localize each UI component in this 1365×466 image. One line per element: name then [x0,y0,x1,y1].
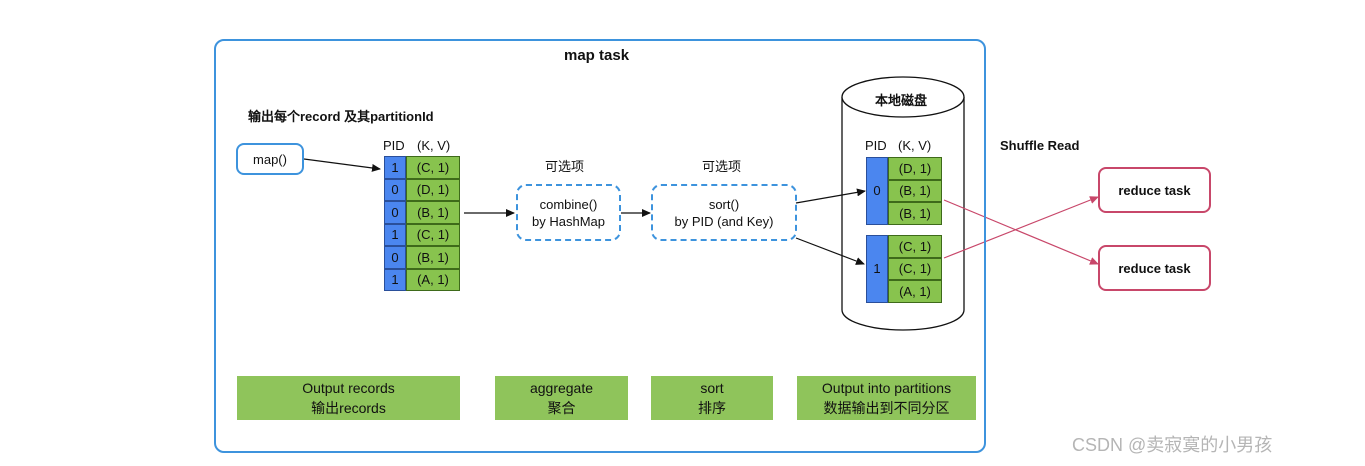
kv-header: (K, V) [417,138,451,153]
partition-record: (C, 1) [888,257,942,280]
partition-record: (D, 1) [888,157,942,180]
partition-record: (B, 1) [888,179,942,202]
record-kv: (B, 1) [406,201,460,224]
partition-record: (C, 1) [888,235,942,258]
sort-node: sort() by PID (and Key) [651,184,797,241]
partition-record: (A, 1) [888,280,942,303]
record-kv: (D, 1) [406,178,460,201]
stage-aggregate: aggregate 聚合 [495,376,628,420]
stage-en: Output records [302,380,395,396]
record-kv: (B, 1) [406,246,460,269]
sort-line2: by PID (and Key) [674,213,774,229]
sort-optional-label: 可选项 [702,159,742,174]
partition-pid: 0 [866,157,888,225]
records-table: 1 0 0 1 0 1 (C, 1) (D, 1) (B, 1) (C, 1) … [384,156,460,291]
arrow-sort-to-partition-1 [795,237,865,265]
reduce-task-2: reduce task [1098,245,1211,291]
partition-record: (B, 1) [888,202,942,225]
record-pid: 0 [384,246,406,269]
stage-zh: 输出records [311,400,386,416]
combine-node: combine() by HashMap [516,184,621,241]
stage-zh: 数据输出到不同分区 [823,400,950,416]
stage-zh: 排序 [698,400,726,416]
record-kv: (C, 1) [406,156,460,179]
stage-sort: sort 排序 [651,376,773,420]
record-pid: 0 [384,201,406,224]
map-task-container [214,39,986,453]
arrow-sort-to-partition-0 [795,188,866,204]
stage-zh: 聚合 [547,400,576,416]
disk-partition-1: 1 (C, 1) (C, 1) (A, 1) [866,235,942,303]
partition-pid: 1 [866,235,888,303]
reduce-task-1: reduce task [1098,167,1211,213]
record-pid: 1 [384,268,406,291]
record-kv: (A, 1) [406,268,460,291]
sort-line1: sort() [708,196,740,212]
disk-pid-header: PID [865,138,887,153]
map-task-title: map task [564,47,630,64]
stage-en: Output into partitions [821,380,952,396]
record-pid: 1 [384,223,406,246]
output-caption: 输出每个record 及其partitionId [248,109,434,124]
combine-line1: combine() [539,196,598,212]
shuffle-read-label: Shuffle Read [1000,138,1080,153]
arrow-map-to-records [303,158,381,172]
record-kv: (C, 1) [406,223,460,246]
map-node: map() [236,143,304,175]
record-pid: 1 [384,156,406,179]
watermark: CSDN @卖寂寞的小男孩 [1072,435,1273,455]
arrow-partition-0-to-reduce-2 [943,199,1099,265]
stage-output-partitions: Output into partitions 数据输出到不同分区 [797,376,976,420]
combine-optional-label: 可选项 [545,159,585,174]
arrow-partition-1-to-reduce-1 [943,196,1099,259]
stage-output-records: Output records 输出records [237,376,460,420]
pid-header: PID [383,138,405,153]
record-pid: 0 [384,178,406,201]
stage-en: sort [700,380,724,396]
disk-partition-0: 0 (D, 1) (B, 1) (B, 1) [866,157,942,225]
disk-label: 本地磁盘 [875,93,928,108]
disk-kv-header: (K, V) [898,138,932,153]
stage-en: aggregate [529,380,594,396]
combine-line2: by HashMap [532,213,605,229]
